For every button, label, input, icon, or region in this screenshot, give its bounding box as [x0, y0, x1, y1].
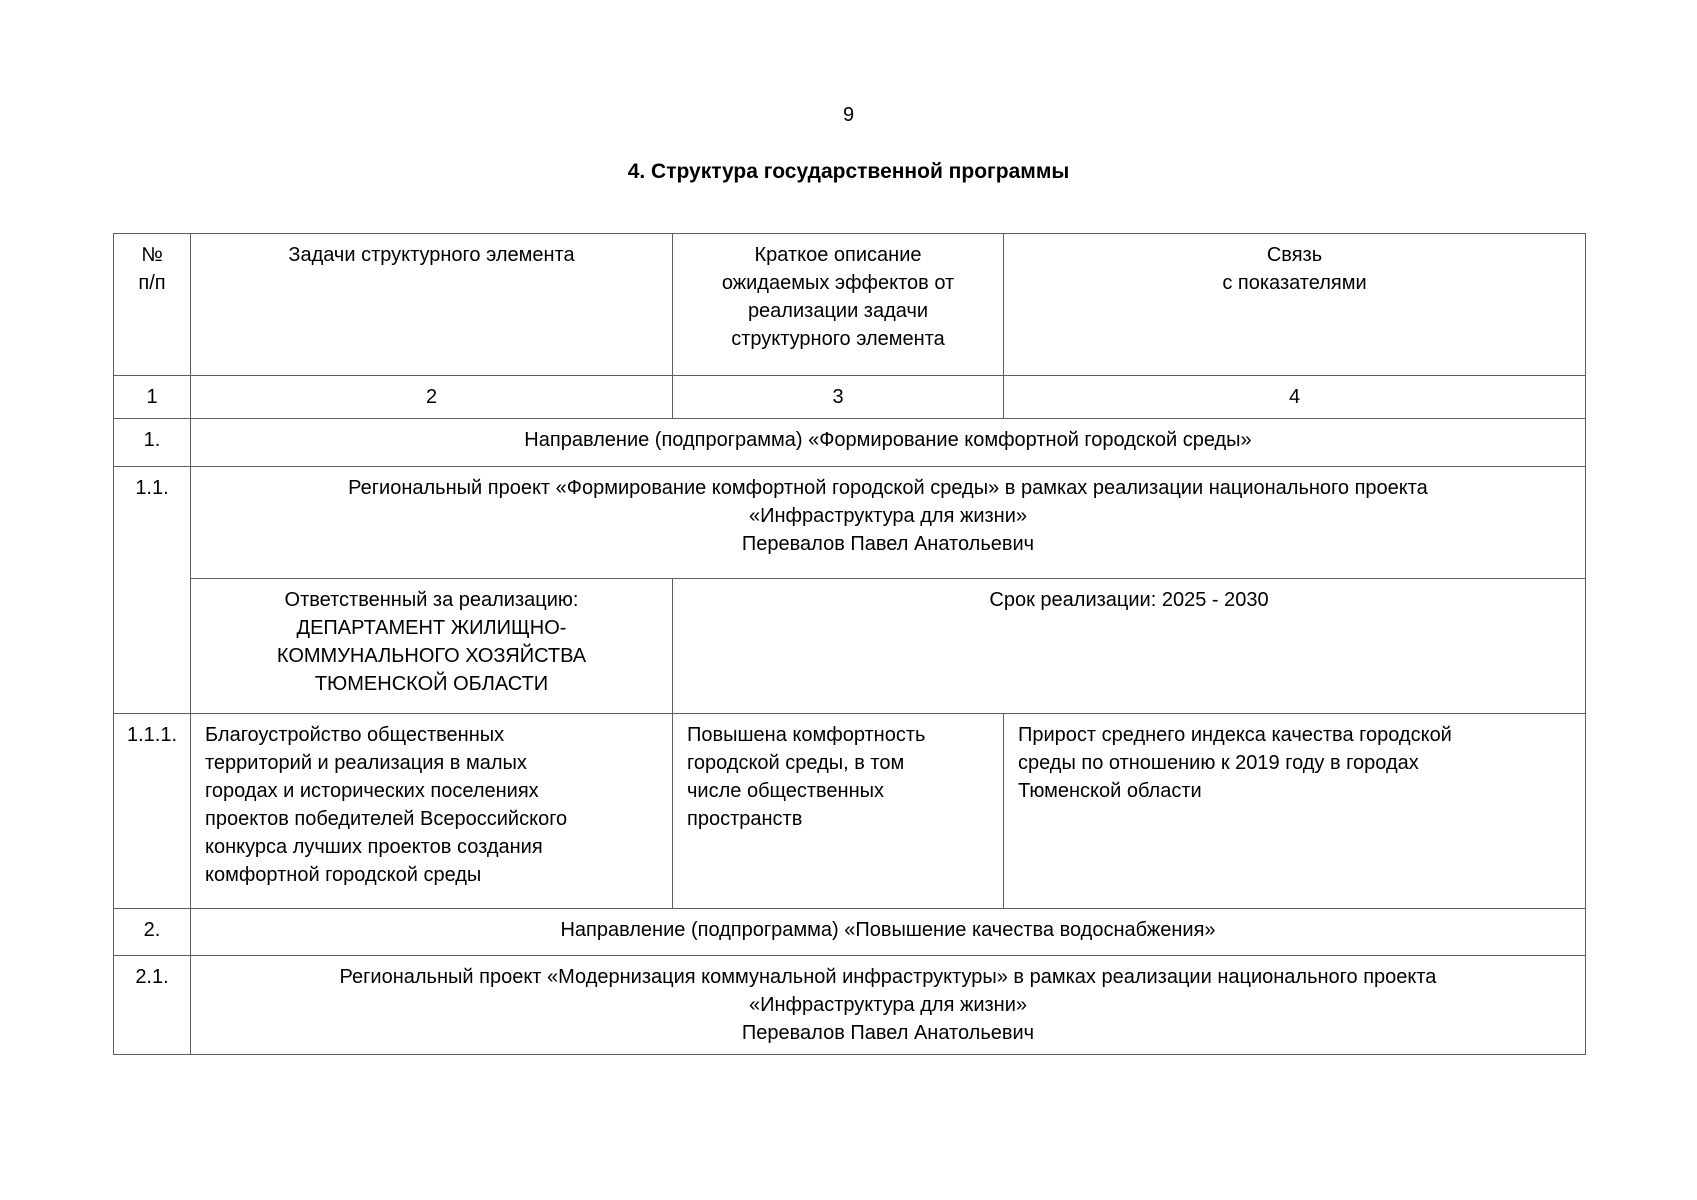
row-2-direction-text: Направление (подпрограмма) «Повышение ка…	[190, 908, 1586, 956]
column-number-3: 3	[672, 375, 1004, 419]
row-project-1-1-details: Ответственный за реализацию: ДЕПАРТАМЕНТ…	[114, 578, 1586, 714]
row-1-1-number: 1.1.	[113, 466, 191, 714]
program-structure-table: № п/п Задачи структурного элемента Кратк…	[113, 233, 1586, 1055]
row-project-2-1: 2.1. Региональный проект «Модернизация к…	[113, 955, 1586, 1055]
header-cell-number: № п/п	[113, 233, 191, 376]
row-1-1-1-task: Благоустройство общественных территорий …	[190, 713, 673, 909]
column-number-1: 1	[113, 375, 191, 419]
column-number-4: 4	[1003, 375, 1586, 419]
row-2-1-project-text: Региональный проект «Модернизация коммун…	[190, 955, 1586, 1055]
row-task-1-1-1: 1.1.1. Благоустройство общественных терр…	[113, 713, 1586, 909]
row-1-1-1-effect: Повышена комфортность городской среды, в…	[672, 713, 1004, 909]
row-1-1-responsible: Ответственный за реализацию: ДЕПАРТАМЕНТ…	[190, 578, 673, 714]
row-1-number: 1.	[113, 418, 191, 467]
row-2-number: 2.	[113, 908, 191, 956]
row-1-1-1-number: 1.1.1.	[113, 713, 191, 909]
row-1-1-1-indicator-link: Прирост среднего индекса качества городс…	[1003, 713, 1586, 909]
header-cell-indicators: Связь с показателями	[1003, 233, 1586, 376]
row-2-1-number: 2.1.	[113, 955, 191, 1055]
row-direction-1: 1. Направление (подпрограмма) «Формирова…	[113, 418, 1586, 467]
row-project-1-1: 1.1. Региональный проект «Формирование к…	[113, 466, 1586, 714]
table-header-row: № п/п Задачи структурного элемента Кратк…	[113, 233, 1586, 376]
row-direction-2: 2. Направление (подпрограмма) «Повышение…	[113, 908, 1586, 956]
row-1-1-project-text: Региональный проект «Формирование комфор…	[190, 466, 1586, 579]
row-1-1-period: Срок реализации: 2025 - 2030	[672, 578, 1586, 714]
header-cell-tasks: Задачи структурного элемента	[190, 233, 673, 376]
row-1-direction-text: Направление (подпрограмма) «Формирование…	[190, 418, 1586, 467]
column-numbers-row: 1 2 3 4	[113, 375, 1586, 419]
page-number: 9	[842, 104, 855, 126]
page-title: 4. Структура государственной программы	[627, 160, 1070, 183]
column-number-2: 2	[190, 375, 673, 419]
header-cell-effects: Краткое описание ожидаемых эффектов от р…	[672, 233, 1004, 376]
